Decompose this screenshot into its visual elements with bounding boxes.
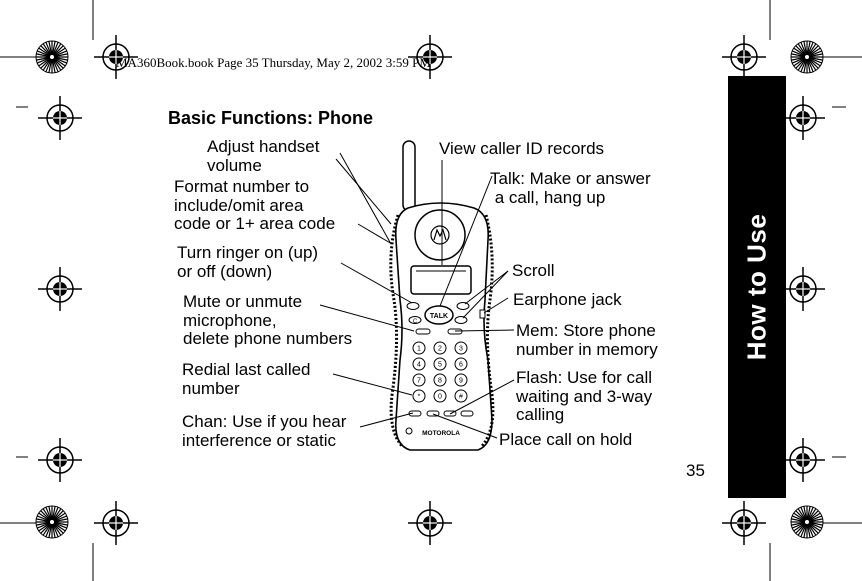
- keypad-key-label: 7: [417, 378, 421, 385]
- keypad-key: [412, 389, 426, 403]
- keypad-key: [433, 341, 447, 355]
- extra-key: [460, 410, 474, 417]
- callout-redial: Redial last called number: [182, 360, 311, 398]
- callout-flash: Flash: Use for call waiting and 3-way ca…: [516, 368, 653, 424]
- callout-scroll: Scroll: [512, 261, 555, 280]
- redial-key: [415, 328, 431, 335]
- callout-talk: Talk: Make or answer a call, hang up: [490, 169, 651, 207]
- keypad-key: [412, 341, 426, 355]
- keypad-key: [454, 389, 468, 403]
- callout-adjust-volume: Adjust handset volume: [207, 137, 320, 175]
- antenna: [402, 140, 416, 212]
- keypad-key-label: 3: [459, 346, 463, 353]
- callout-chan: Chan: Use if you hear interference or st…: [182, 412, 347, 450]
- callout-earphone: Earphone jack: [513, 290, 622, 309]
- keypad-key-label: 9: [459, 378, 463, 385]
- callout-hold: Place call on hold: [499, 430, 633, 449]
- section-tab: How to Use: [728, 76, 786, 498]
- talk-key: [424, 305, 454, 325]
- keypad-key-label: 5: [438, 362, 442, 369]
- brand-label: MOTOROLA: [422, 430, 460, 437]
- keypad-key-label: 8: [438, 378, 442, 385]
- chan-key: [408, 410, 422, 417]
- keypad-key-label: 4: [417, 362, 421, 369]
- scroll-up-key: [456, 302, 470, 310]
- keypad-key: [433, 373, 447, 387]
- keypad-key: [412, 373, 426, 387]
- keypad: 1 2 3 4 5 6 7 8 9 * 0 #: [412, 341, 468, 403]
- callout-ringer: Turn ringer on (up) or off (down): [177, 243, 319, 281]
- scroll-down-key: [454, 316, 468, 324]
- talk-key-label: TALK: [430, 313, 448, 320]
- callout-caller-id: View caller ID records: [439, 139, 605, 158]
- keypad-key-label: #: [459, 394, 463, 401]
- keypad-key-label: 0: [438, 394, 442, 401]
- leader-lines: [319, 152, 515, 439]
- mem-key: [447, 328, 463, 335]
- keypad-key-label: 6: [459, 362, 463, 369]
- soft-key: [408, 316, 422, 324]
- display-screen: [410, 265, 472, 295]
- print-header: MA360Book.book Page 35 Thursday, May 2, …: [116, 55, 431, 70]
- keypad-key: [454, 341, 468, 355]
- earphone-jack: [479, 309, 486, 319]
- keypad-key-label: *: [418, 394, 421, 401]
- page-number: 35: [686, 461, 705, 480]
- keypad-key: [412, 357, 426, 371]
- brand-icon: [405, 427, 413, 435]
- handset-body: [394, 202, 493, 451]
- callout-mem: Mem: Store phone number in memory: [516, 321, 658, 359]
- keypad-key: [433, 357, 447, 371]
- soft-key-label: C: [413, 319, 418, 325]
- callout-mute: Mute or unmute microphone, delete phone …: [183, 292, 353, 348]
- keypad-key-label: 1: [417, 346, 421, 353]
- page-title: Basic Functions: Phone: [168, 108, 374, 128]
- mute-key: [406, 302, 420, 310]
- keypad-key: [454, 373, 468, 387]
- keypad-key-label: 2: [438, 346, 442, 353]
- keypad-key: [454, 357, 468, 371]
- callout-format-number: Format number to include/omit area code …: [174, 177, 336, 233]
- keypad-key: [433, 389, 447, 403]
